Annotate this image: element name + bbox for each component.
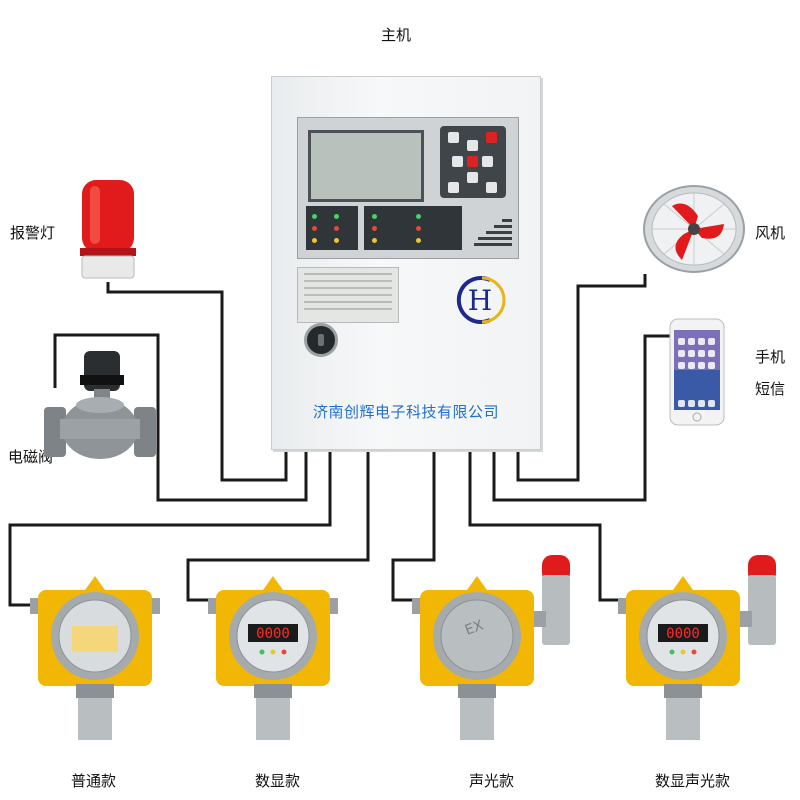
- arrow-left-icon: [452, 156, 463, 167]
- status-led: [416, 226, 421, 231]
- fan: [643, 185, 745, 273]
- status-led: [334, 214, 339, 219]
- status-led: [312, 214, 317, 219]
- logo-letter: H: [468, 284, 492, 317]
- solenoid-valve: [44, 351, 156, 459]
- status-led: [312, 238, 317, 243]
- status-led: [372, 226, 377, 231]
- label-detector-standard: 普通款: [71, 772, 117, 790]
- wire-detector-digital: [186, 448, 370, 602]
- status-led: [372, 214, 377, 219]
- wire-solenoid-valve: [53, 333, 308, 502]
- control-panel: [297, 117, 519, 259]
- vent-grille: [474, 216, 512, 248]
- status-led: [416, 214, 421, 219]
- status-led: [334, 238, 339, 243]
- arrow-down-icon: [467, 172, 478, 183]
- label-detector-digital: 数显款: [255, 772, 301, 790]
- arrow-right-icon: [482, 156, 493, 167]
- label-phone: 手机: [755, 348, 786, 366]
- arrow-up-icon: [467, 140, 478, 151]
- label-solenoid-valve: 电磁阀: [8, 448, 54, 466]
- wire-alarm-lamp: [106, 282, 288, 482]
- mobile-phone: [669, 318, 725, 426]
- label-fan: 风机: [755, 224, 786, 242]
- key-lock: [304, 323, 338, 357]
- label-sms: 短信: [755, 380, 786, 398]
- key-button-red: [486, 132, 497, 143]
- company-logo: H: [456, 276, 506, 324]
- label-host: 主机: [381, 26, 412, 44]
- detector-digital: 0000: [208, 576, 338, 740]
- svg-text:EX: EX: [463, 617, 486, 638]
- keypad: [440, 126, 506, 198]
- status-led: [372, 238, 377, 243]
- wire-fan: [516, 274, 647, 482]
- alarm-lamp: [80, 180, 136, 279]
- digital-readout: 0000: [256, 626, 290, 642]
- key-button-red: [467, 156, 478, 167]
- label-detector-sound-light: 声光款: [469, 772, 515, 790]
- label-detector-digital-sound-light: 数显声光款: [655, 772, 731, 790]
- indicator-panel: [364, 206, 462, 250]
- company-name: 济南创辉电子科技有限公司: [312, 403, 499, 421]
- wire-detector-sound-light: [391, 448, 436, 602]
- indicator-panel: [306, 206, 358, 250]
- digital-readout: 0000: [666, 626, 700, 642]
- wire-detector-standard: [8, 448, 332, 607]
- detector-sound-light: EX: [412, 555, 570, 740]
- wire-phone: [492, 334, 670, 502]
- key-button: [486, 182, 497, 193]
- label-alarm-lamp: 报警灯: [10, 224, 56, 242]
- status-led: [334, 226, 339, 231]
- detector-digital-sound-light: 0000: [618, 555, 776, 740]
- key-button: [448, 132, 459, 143]
- status-led: [416, 238, 421, 243]
- lcd-screen: [308, 130, 424, 202]
- spec-label: [297, 267, 399, 323]
- status-led: [312, 226, 317, 231]
- main-controller: H 济南创辉电子科技有限公司: [271, 76, 541, 450]
- key-button: [448, 182, 459, 193]
- detector-standard: [30, 576, 160, 740]
- wire-detector-digital-sound-light: [468, 448, 620, 602]
